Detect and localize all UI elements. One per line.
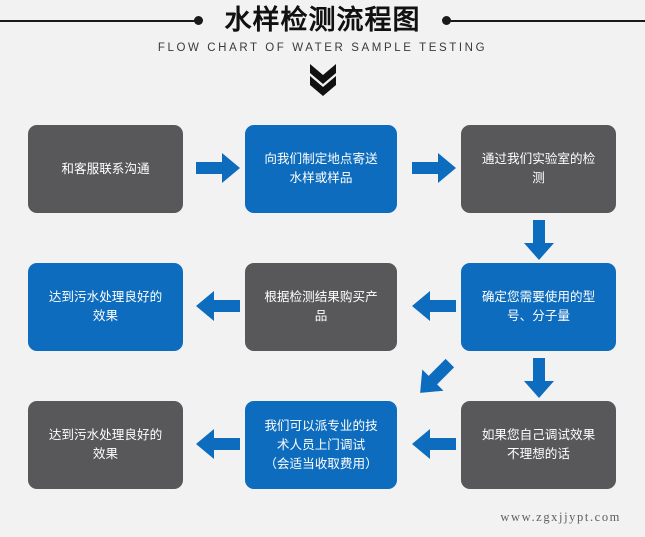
arrow-down-left-icon xyxy=(412,355,458,401)
flow-step-1[interactable]: 和客服联系沟通 xyxy=(28,125,183,213)
arrow-left-icon xyxy=(196,291,240,321)
flow-step-3[interactable]: 通过我们实验室的检 测 xyxy=(461,125,616,213)
watermark: www.zgxjjypt.com xyxy=(500,510,621,524)
flow-step-7[interactable]: 如果您自己调试效果 不理想的话 xyxy=(461,401,616,489)
arrow-left-icon xyxy=(412,429,456,459)
flow-step-5[interactable]: 根据检测结果购买产 品 xyxy=(245,263,397,351)
arrow-right-icon xyxy=(196,153,240,183)
header-dot-left xyxy=(194,16,203,25)
arrow-down-icon xyxy=(524,358,554,398)
header-dot-right xyxy=(442,16,451,25)
double-chevron-down-icon xyxy=(0,64,645,96)
flow-step-6[interactable]: 达到污水处理良好的 效果 xyxy=(28,263,183,351)
header-rule-left xyxy=(0,20,198,22)
page-subtitle: FLOW CHART OF WATER SAMPLE TESTING xyxy=(157,42,488,54)
arrow-left-icon xyxy=(412,291,456,321)
header: 水样检测流程图 FLOW CHART OF WATER SAMPLE TESTI… xyxy=(0,0,645,105)
flow-step-8[interactable]: 我们可以派专业的技 术人员上门调试 （会适当收取费用） xyxy=(245,401,397,489)
page-title: 水样检测流程图 xyxy=(224,5,421,35)
flow-step-4[interactable]: 确定您需要使用的型 号、分子量 xyxy=(461,263,616,351)
arrow-down-icon xyxy=(524,220,554,260)
header-rule-right xyxy=(447,20,645,22)
arrow-left-icon xyxy=(196,429,240,459)
arrow-right-icon xyxy=(412,153,456,183)
flow-step-2[interactable]: 向我们制定地点寄送 水样或样品 xyxy=(245,125,397,213)
flow-step-9[interactable]: 达到污水处理良好的 效果 xyxy=(28,401,183,489)
